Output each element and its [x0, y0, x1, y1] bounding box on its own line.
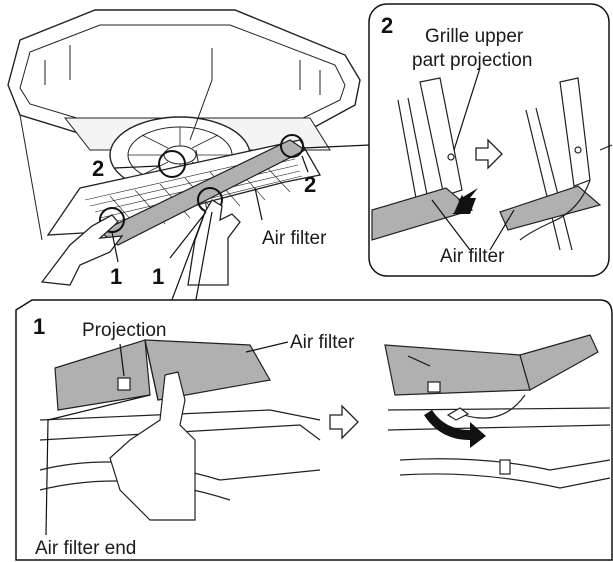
inset-2-leaders	[431, 67, 515, 251]
inset-1-leaders	[45, 341, 431, 536]
inset-1-left-drawing	[39, 339, 321, 521]
inset-1-right-drawing	[384, 334, 611, 489]
projection-label: Projection	[82, 320, 167, 341]
callout-1-right: 1	[152, 264, 164, 289]
rotate-arrow-icon	[424, 410, 486, 448]
leader-lines-main	[111, 144, 371, 306]
air-filter-label-inset1: Air filter	[290, 332, 355, 353]
callout-2-left: 2	[92, 156, 104, 181]
push-arrow-icon	[452, 188, 478, 214]
grille-projection-label-line2: part projection	[412, 50, 532, 71]
callout-circles	[99, 134, 304, 233]
air-filter-end-label: Air filter end	[35, 538, 136, 559]
air-filter-label-inset2: Air filter	[440, 246, 505, 267]
inset-2-drawing	[371, 77, 613, 251]
inset-2-number: 2	[381, 13, 393, 38]
next-step-arrow-icon	[329, 404, 359, 440]
inset-1-number: 1	[33, 314, 45, 339]
callout-1-left: 1	[110, 264, 122, 289]
callout-2-right: 2	[304, 172, 316, 197]
air-filter-label-main: Air filter	[262, 228, 327, 249]
grille-projection-label-line1: Grille upper	[425, 26, 524, 47]
